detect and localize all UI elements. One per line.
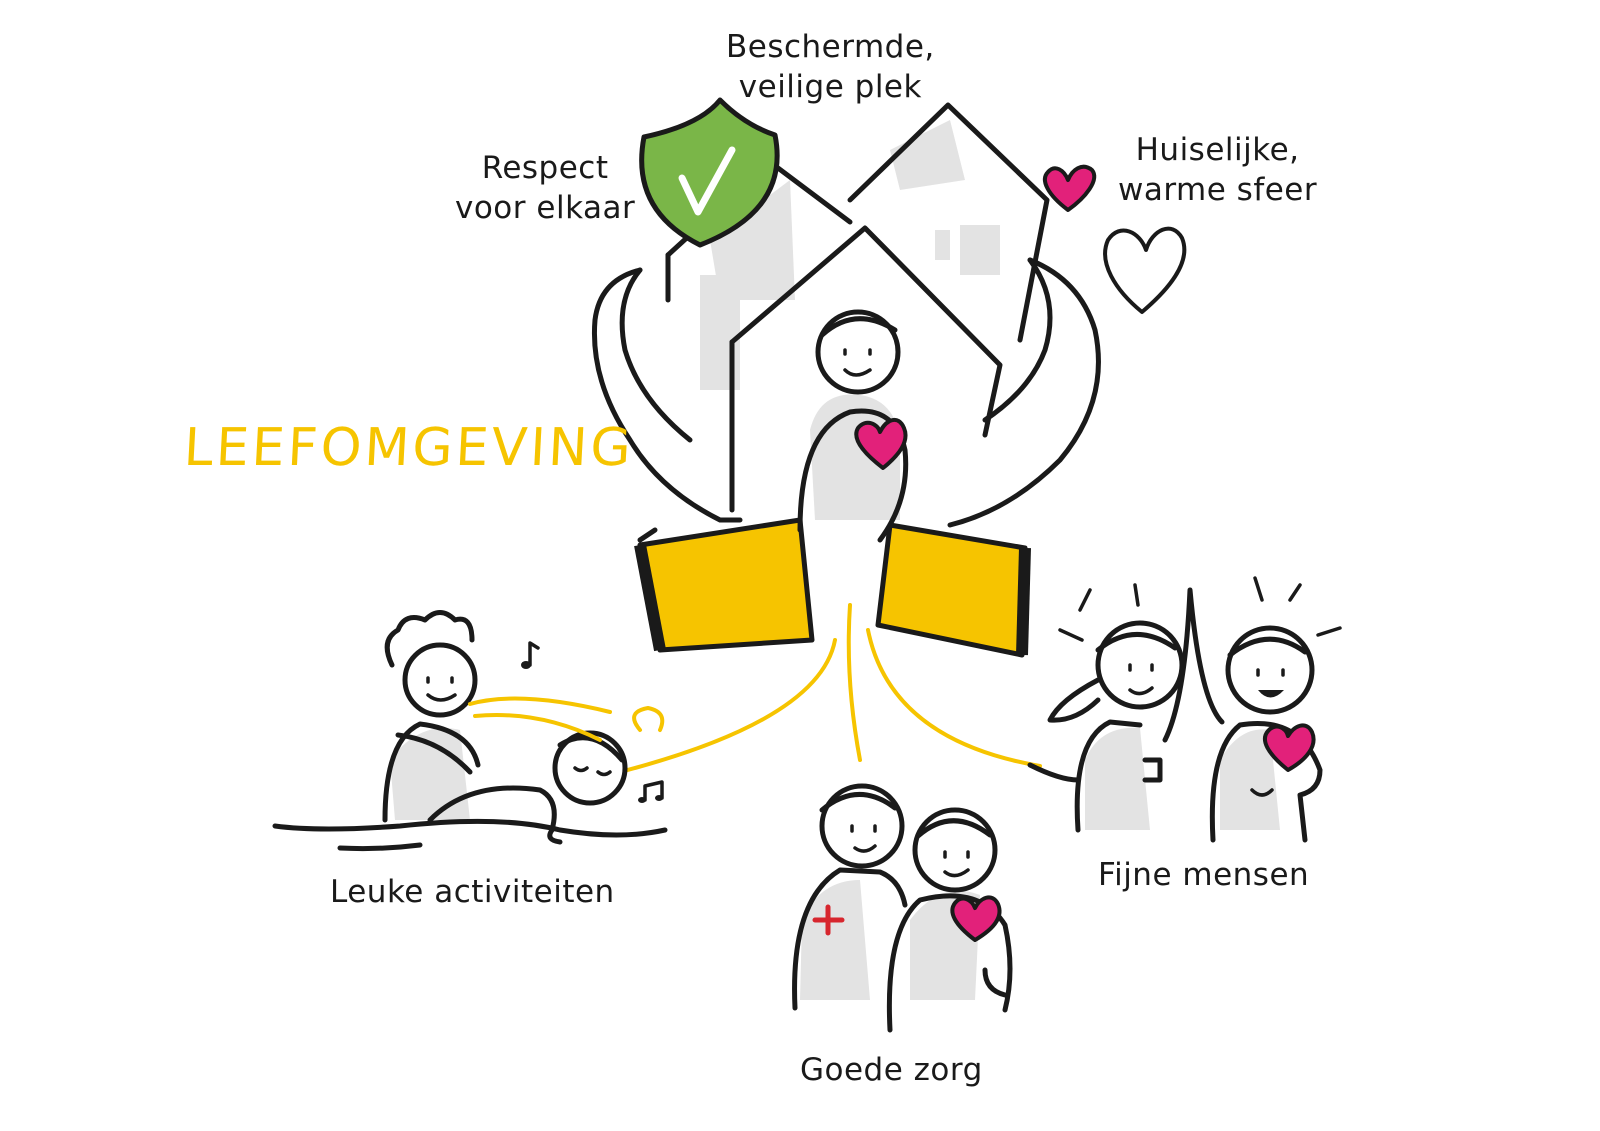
people-scene-icon — [1027, 576, 1342, 843]
label-goede-zorg: Goede zorg — [800, 1052, 983, 1088]
music-note-icon — [521, 641, 664, 803]
heart-icon-people — [1262, 723, 1316, 772]
label-huiselijke-line1: Huiselijke, — [1135, 132, 1300, 168]
heart-icon-central — [854, 417, 908, 470]
house-back-right-icon — [847, 102, 1050, 343]
label-beschermde-line2: veilige plek — [738, 69, 922, 105]
label-huiselijke: Huiselijke, warme sfeer — [1118, 130, 1317, 210]
shield-check-icon — [639, 97, 780, 248]
label-respect: Respect voor elkaar — [455, 148, 635, 228]
heart-icon-top-pink — [1042, 164, 1097, 212]
label-beschermde: Beschermde, veilige plek — [726, 27, 935, 107]
diagram-title: LEEFOMGEVING — [182, 418, 636, 478]
red-cross-icon — [812, 904, 845, 936]
label-leuke-activiteiten: Leuke activiteiten — [330, 874, 615, 910]
activity-scene-icon — [272, 610, 668, 852]
hands-icon — [591, 257, 1101, 658]
connector-lines — [618, 603, 1042, 774]
house-front-icon — [729, 225, 1003, 513]
label-fijne-mensen: Fijne mensen — [1098, 857, 1310, 893]
heart-icon-care — [950, 895, 1002, 942]
label-huiselijke-line2: warme sfeer — [1118, 172, 1318, 208]
label-respect-line2: voor elkaar — [455, 190, 636, 226]
heart-icon-outline — [1103, 226, 1187, 314]
label-respect-line1: Respect — [481, 150, 609, 186]
label-beschermde-line1: Beschermde, — [726, 29, 935, 65]
